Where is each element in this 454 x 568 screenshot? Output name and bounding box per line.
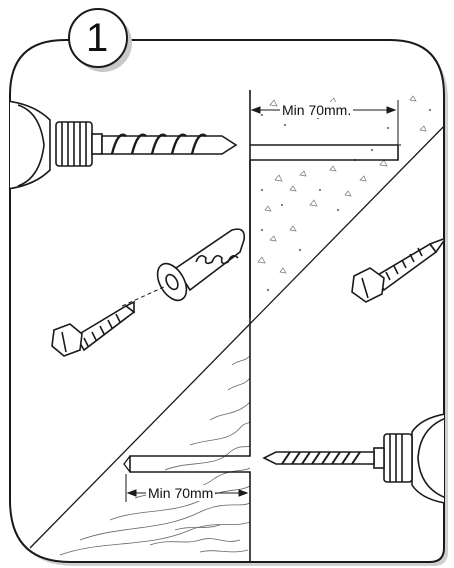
- wood-wall-outline: [129, 318, 251, 562]
- material-divider-line: [29, 117, 444, 549]
- panel-frame: [9, 39, 448, 566]
- step-number: 1: [86, 16, 109, 60]
- drill-concrete-icon: [10, 99, 238, 191]
- wood-depth-label: Min 70mm: [146, 485, 216, 501]
- wall-plug-icon: [156, 228, 246, 302]
- concrete-depth-label: Min 70mm.: [280, 102, 354, 118]
- drill-wood-icon: [262, 411, 444, 506]
- alignment-dashed-line: [121, 285, 167, 307]
- concrete-texture: [257, 95, 432, 292]
- step-badge: [68, 8, 132, 72]
- screw-right-icon: [351, 236, 444, 303]
- screw-left-icon: [51, 300, 136, 357]
